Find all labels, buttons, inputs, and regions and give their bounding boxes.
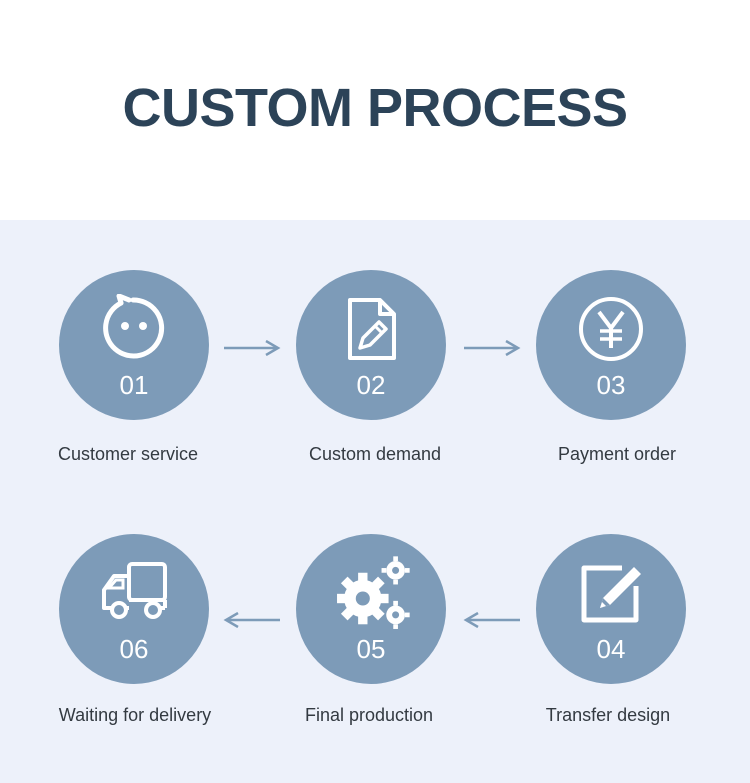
step-01-label: Customer service: [57, 444, 199, 464]
step-number: 03: [596, 370, 626, 400]
yen-coin-icon: [579, 297, 643, 361]
step-03-circle: 03: [536, 270, 686, 420]
arrow-right-icon: [464, 340, 521, 356]
step-04-label: Transfer design: [545, 705, 671, 725]
arrow-right-icon: [224, 340, 281, 356]
arrow-left-icon: [223, 612, 280, 628]
step-number: 05: [356, 634, 386, 664]
step-06-label: Waiting for delivery: [58, 705, 212, 725]
step-01-circle: 01: [59, 270, 209, 420]
step-05-circle: 05: [296, 534, 446, 684]
arrow-left-icon: [463, 612, 520, 628]
step-number: 06: [119, 634, 149, 664]
chat-bubble-face-icon: [103, 294, 165, 359]
step-number: 04: [596, 634, 626, 664]
step-02-label: Custom demand: [308, 444, 442, 464]
document-edit-icon: [348, 298, 396, 360]
step-number: 01: [119, 370, 149, 400]
pencil-square-icon: [581, 565, 641, 623]
truck-icon: [102, 562, 167, 619]
header: CUSTOM PROCESS: [0, 0, 750, 220]
page-title: CUSTOM PROCESS: [122, 78, 628, 138]
step-06-circle: 06: [59, 534, 209, 684]
step-02-circle: 02: [296, 270, 446, 420]
step-03-label: Payment order: [557, 444, 677, 464]
step-04-circle: 04: [536, 534, 686, 684]
step-number: 02: [356, 370, 386, 400]
step-05-label: Final production: [304, 705, 434, 725]
gears-icon: [337, 556, 410, 629]
